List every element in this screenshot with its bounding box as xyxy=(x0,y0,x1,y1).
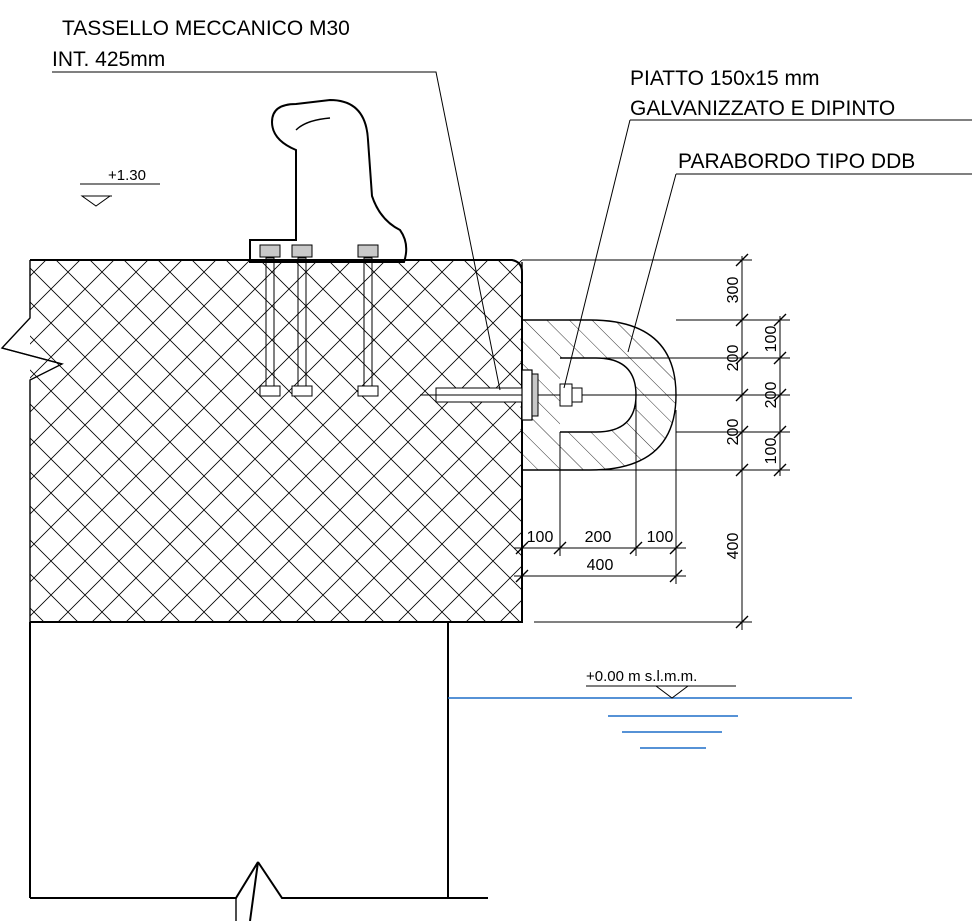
dim-v-300: 300 xyxy=(725,277,742,304)
dim-v-100-top: 100 xyxy=(763,326,780,353)
label-anchor: TASSELLO MECCANICO M30 INT. 425mm xyxy=(52,17,501,391)
break-line-left xyxy=(0,260,64,622)
anchor-label-line2: INT. 425mm xyxy=(52,48,165,71)
dimension-vertical-main: 300 200 200 400 xyxy=(522,253,790,630)
dim-v-400: 400 xyxy=(725,533,742,560)
dimension-horizontal: 100 200 100 400 xyxy=(514,395,686,584)
bolt-3 xyxy=(357,244,379,397)
top-level-label: +1.30 xyxy=(108,167,146,184)
dim-v-200-upper: 200 xyxy=(725,345,742,372)
dim-v-100-bottom: 100 xyxy=(763,438,780,465)
plate-label-line1: PIATTO 150x15 mm xyxy=(630,67,819,90)
label-fender: PARABORDO TIPO DDB xyxy=(627,150,972,353)
dim-v-200-right: 200 xyxy=(763,382,780,409)
bolt-1 xyxy=(259,244,281,397)
top-level-marker: +1.30 xyxy=(80,167,160,207)
water-level-label: +0.00 m s.l.m.m. xyxy=(586,668,697,685)
plate-label-line2: GALVANIZZATO E DIPINTO xyxy=(630,97,895,120)
dim-h-100-right: 100 xyxy=(647,529,674,546)
fender-section xyxy=(520,319,677,471)
fender-label: PARABORDO TIPO DDB xyxy=(678,150,915,173)
quay-wall-lower xyxy=(29,622,488,921)
dimension-vertical-fender: 100 200 100 xyxy=(752,313,790,477)
water-level xyxy=(448,697,852,749)
dim-h-200: 200 xyxy=(585,529,612,546)
concrete-cap xyxy=(30,259,523,623)
water-level-marker: +0.00 m s.l.m.m. xyxy=(586,668,736,699)
dim-v-200-lower: 200 xyxy=(725,419,742,446)
mechanical-anchor xyxy=(420,369,600,421)
bollard-anchor-bolts xyxy=(259,244,379,397)
anchor-label-line1: TASSELLO MECCANICO M30 xyxy=(62,17,350,40)
dim-h-100-left: 100 xyxy=(527,529,554,546)
bollard xyxy=(249,98,408,263)
dim-h-400: 400 xyxy=(587,557,614,574)
bolt-2 xyxy=(291,244,313,397)
label-plate: PIATTO 150x15 mm GALVANIZZATO E DIPINTO xyxy=(563,67,972,389)
